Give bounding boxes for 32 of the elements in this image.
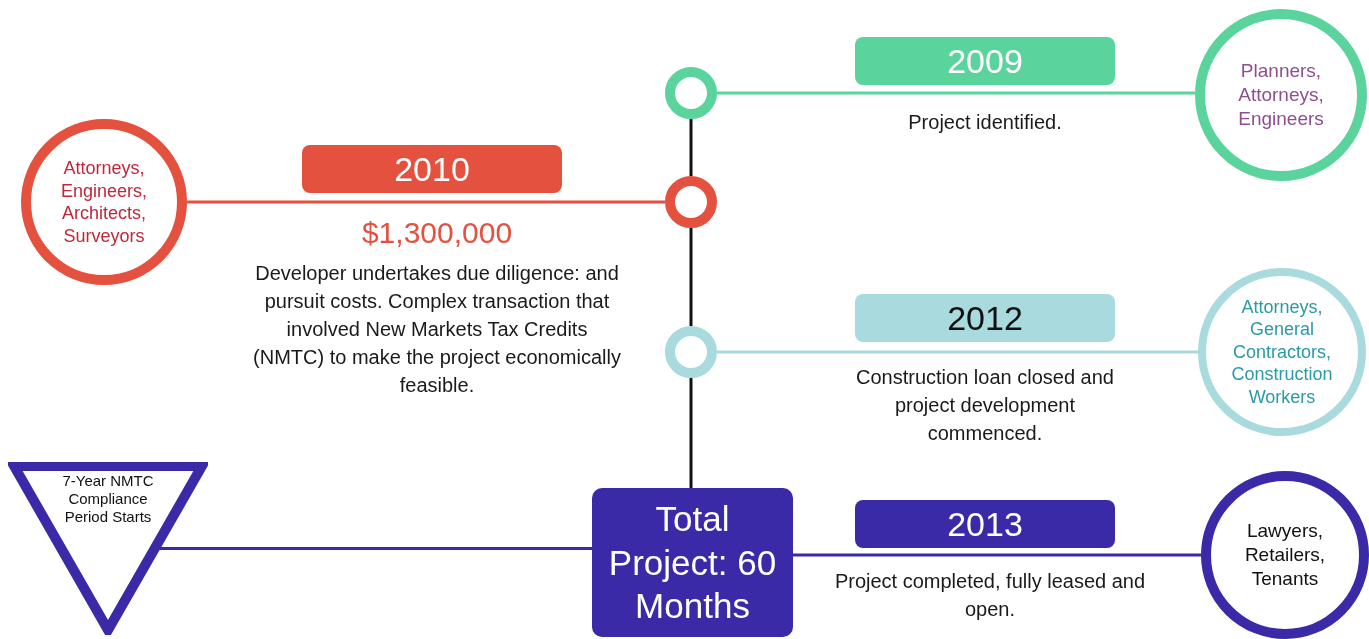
year-label (855, 500, 1115, 548)
description-text: Project completed, fully leased and open. (833, 569, 1147, 622)
cost-amount: $1,300,000 (360, 215, 514, 251)
year-text: 2010 (394, 149, 470, 189)
connector-line (158, 547, 592, 550)
timeline-ring (665, 176, 717, 228)
connector-line (689, 228, 693, 326)
role-text: Attorneys, Engineers, Architects, Surveyors (59, 157, 149, 247)
year-label (855, 294, 1115, 342)
connector-line (793, 553, 1201, 557)
connector-line (689, 378, 693, 488)
year-text: 2013 (947, 504, 1023, 544)
total-box (592, 488, 793, 637)
milestone-text: 7-Year NMTC Compliance Period Starts (61, 472, 155, 526)
total-text: Total Project: 60 Months (607, 497, 778, 628)
milestone-triangle (8, 462, 208, 635)
year-text: 2012 (947, 298, 1023, 338)
connector-line (717, 350, 1198, 354)
role-text: Lawyers, Retailers, Tenants (1243, 519, 1327, 591)
role-text: Planners, Attorneys, Engineers (1237, 59, 1325, 131)
connector-line (689, 119, 693, 176)
year-label (855, 37, 1115, 85)
description-text: Project identified. (907, 110, 1063, 135)
year-text: 2009 (947, 41, 1023, 81)
connector-line (187, 200, 665, 204)
role-text: Attorneys, General Contractors, Construction Workers (1230, 295, 1334, 409)
year-label (302, 145, 562, 193)
connector-line (717, 91, 1195, 95)
description-text: Construction loan closed and project development commenced. (855, 365, 1115, 446)
description-text: Developer undertakes due diligence: and pursuit costs. Complex transaction that involved New Markets Tax Credits (NMTC) to make the project economically feasible. (252, 261, 622, 398)
timeline-ring (665, 326, 717, 378)
timeline-ring (665, 67, 717, 119)
